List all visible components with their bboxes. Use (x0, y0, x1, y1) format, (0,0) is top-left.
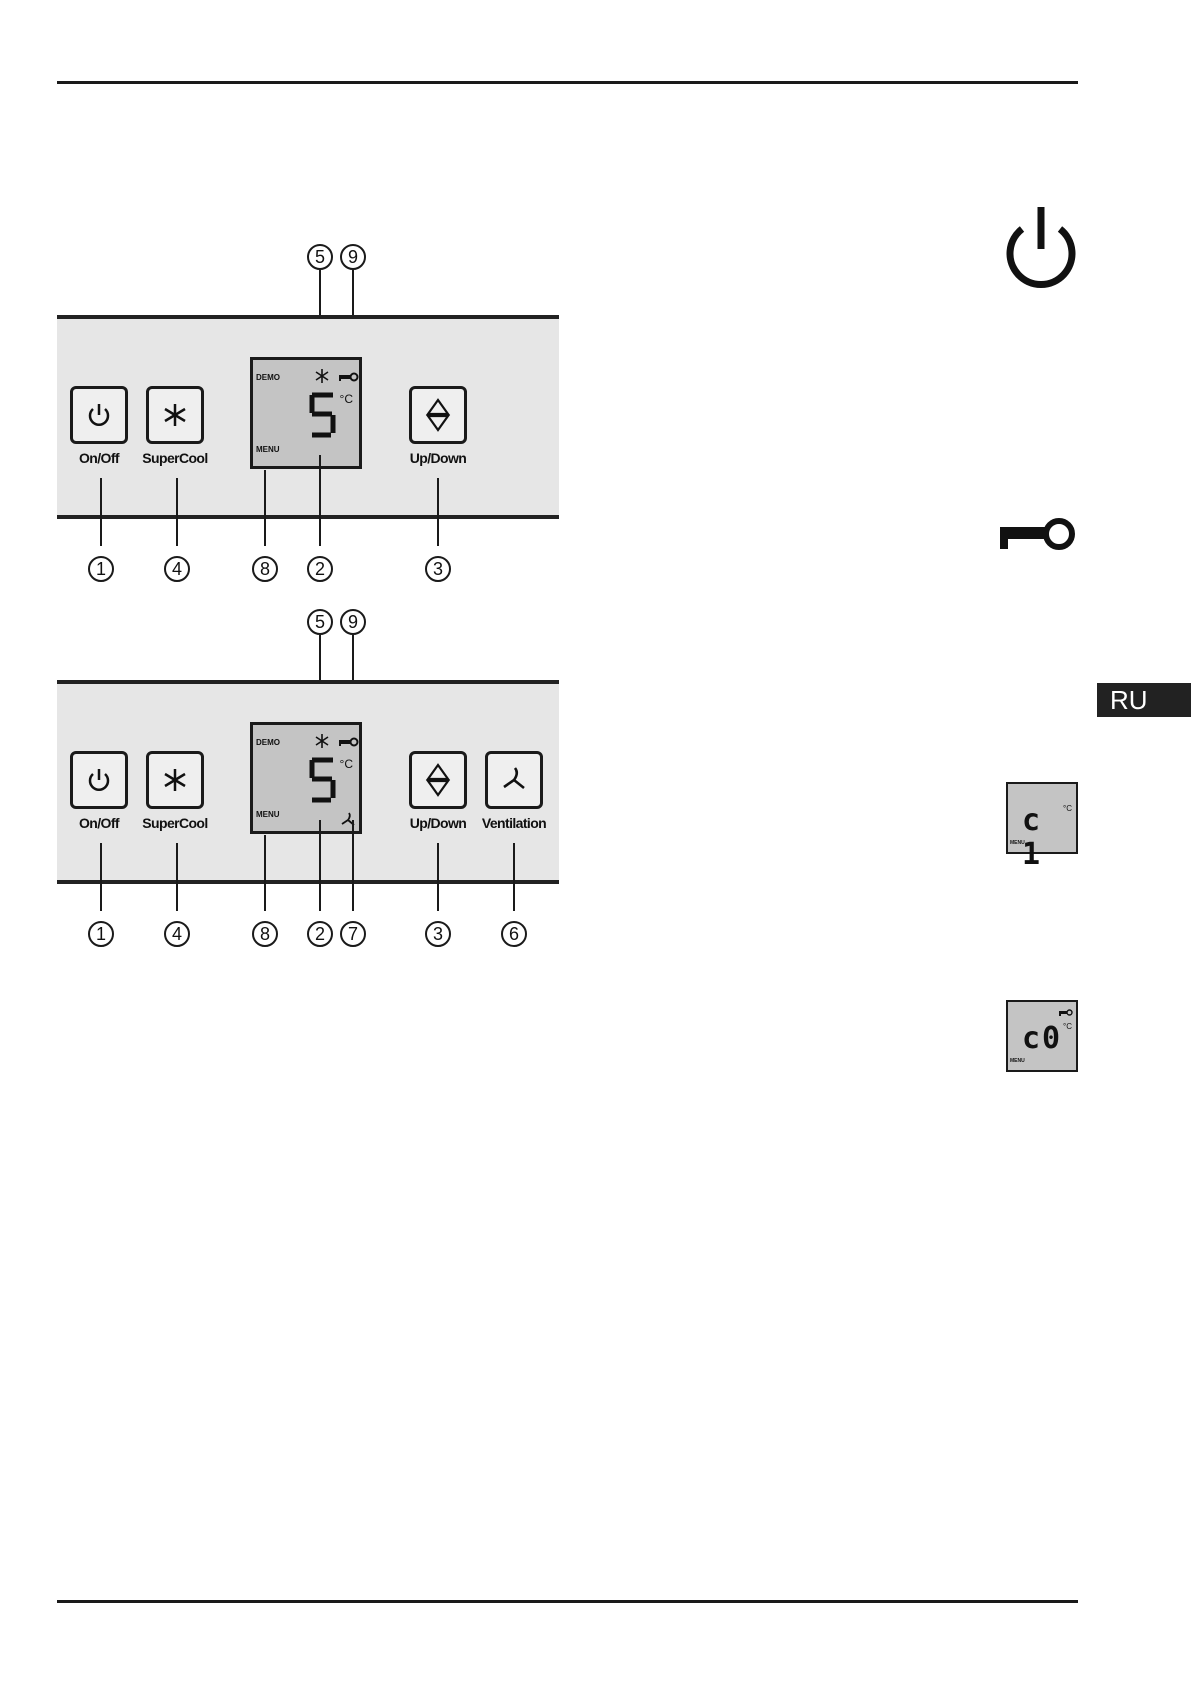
up-down-arrows-icon (425, 763, 451, 797)
key-lock-icon (1000, 518, 1075, 550)
key-lock-icon (339, 372, 359, 382)
menu-indicator: MENU (256, 445, 280, 454)
top-rule (57, 81, 1078, 84)
language-tab: RU (1097, 683, 1191, 717)
updown-button[interactable] (409, 751, 467, 809)
demo-indicator: DEMO (256, 738, 280, 747)
callout-5: 5 (307, 244, 333, 270)
snowflake-icon (315, 734, 329, 748)
leader-line (437, 478, 439, 546)
lcd-code: c0 (1022, 1021, 1063, 1056)
leader-line (513, 843, 515, 911)
snowflake-icon (315, 369, 329, 383)
callout-5: 5 (307, 609, 333, 635)
callout-1: 1 (88, 921, 114, 947)
callout-8: 8 (252, 556, 278, 582)
leader-line (319, 455, 321, 546)
leader-line (176, 843, 178, 911)
temperature-display: DEMO MENU °C (250, 722, 362, 834)
celsius-unit: °C (1063, 804, 1072, 813)
leader-line (264, 835, 266, 911)
onoff-button[interactable] (70, 386, 128, 444)
celsius-unit: °C (339, 757, 353, 771)
key-lock-icon (1059, 1009, 1073, 1016)
lcd-code: c 1 (1022, 803, 1043, 872)
demo-indicator: DEMO (256, 373, 280, 382)
supercool-button[interactable] (146, 386, 204, 444)
callout-8: 8 (252, 921, 278, 947)
updown-button[interactable] (409, 386, 467, 444)
menu-indicator: MENU (1010, 840, 1025, 846)
power-icon (88, 769, 110, 791)
callout-9: 9 (340, 244, 366, 270)
ventilation-icon (341, 812, 355, 826)
leader-line (100, 843, 102, 911)
leader-line (176, 478, 178, 546)
supercool-button[interactable] (146, 751, 204, 809)
callout-7: 7 (340, 921, 366, 947)
callout-6: 6 (501, 921, 527, 947)
power-icon (88, 404, 110, 426)
supercool-label: SuperCool (142, 450, 208, 466)
onoff-label: On/Off (79, 450, 120, 466)
supercool-label: SuperCool (142, 815, 208, 831)
leader-line (437, 843, 439, 911)
power-icon (1006, 207, 1076, 288)
control-panel: On/Off SuperCool DEMO MENU °C (57, 315, 559, 519)
callout-2: 2 (307, 556, 333, 582)
key-lock-icon (339, 737, 359, 747)
menu-indicator: MENU (1010, 1058, 1025, 1064)
bottom-rule (57, 1600, 1078, 1603)
celsius-unit: °C (339, 392, 353, 406)
celsius-unit: °C (1063, 1022, 1072, 1031)
control-panel: On/Off SuperCool DEMO MENU °C (57, 680, 559, 884)
callout-1: 1 (88, 556, 114, 582)
updown-label: Up/Down (409, 815, 467, 831)
onoff-label: On/Off (79, 815, 120, 831)
updown-label: Up/Down (409, 450, 467, 466)
callout-9: 9 (340, 609, 366, 635)
menu-indicator: MENU (256, 810, 280, 819)
onoff-button[interactable] (70, 751, 128, 809)
ventilation-label: Ventilation (481, 815, 547, 831)
ventilation-button[interactable] (485, 751, 543, 809)
callout-3: 3 (425, 921, 451, 947)
leader-line (100, 478, 102, 546)
callout-2: 2 (307, 921, 333, 947)
callout-4: 4 (164, 921, 190, 947)
snowflake-icon (164, 404, 186, 426)
lcd-c1-display: c 1 °C MENU (1006, 782, 1078, 872)
callout-4: 4 (164, 556, 190, 582)
lcd-c0-display: c0 °C MENU (1006, 1000, 1078, 1072)
ventilation-icon (503, 767, 525, 790)
leader-line (264, 470, 266, 546)
temperature-digit (309, 757, 336, 803)
snowflake-icon (164, 769, 186, 791)
leader-line (319, 820, 321, 911)
leader-line (352, 820, 354, 911)
up-down-arrows-icon (425, 398, 451, 432)
temperature-display: DEMO MENU °C (250, 357, 362, 469)
callout-3: 3 (425, 556, 451, 582)
temperature-digit (309, 392, 336, 438)
